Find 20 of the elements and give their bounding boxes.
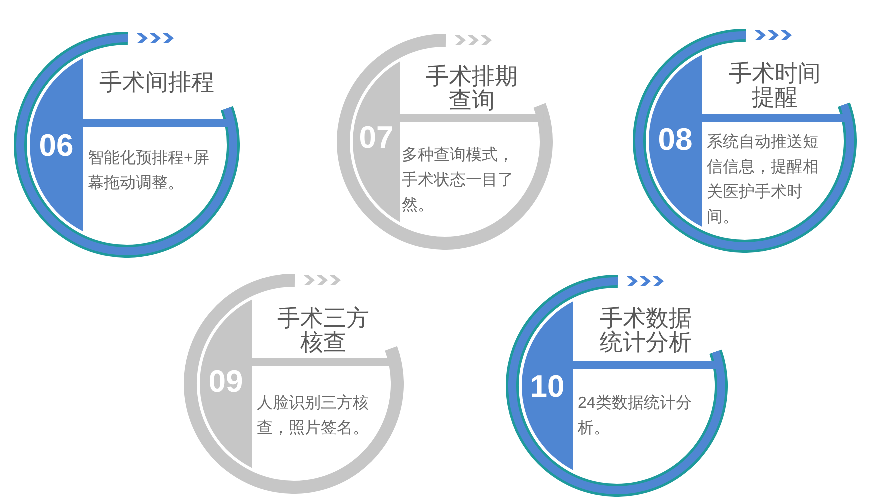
step-number: 08: [658, 123, 693, 157]
card-title: 手术排期查询: [424, 64, 519, 112]
circular-card: [14, 32, 240, 258]
circular-card: [633, 29, 857, 253]
step-number: 10: [530, 370, 565, 404]
circular-card: [184, 274, 404, 494]
card-description: 24类数据统计分析。: [578, 394, 693, 439]
card-description: 多种查询模式，手术状态一目了然。: [402, 146, 515, 216]
step-number: 06: [39, 129, 74, 163]
card-title: 手术数据统计分析: [599, 306, 694, 354]
card-title: 手术三方核查: [276, 306, 371, 354]
card-title: 手术时间提醒: [728, 61, 822, 109]
card-title: 手术间排程: [98, 70, 216, 94]
step-number: 09: [208, 365, 244, 399]
card-description: 智能化预排程+屏幕拖动调整。: [88, 149, 210, 194]
circular-card: [337, 34, 553, 250]
card-description: 人脸识别三方核查，照片签名。: [257, 394, 370, 439]
circular-card: [506, 275, 728, 497]
card-description: 系统自动推送短信信息，提醒相关医护手术时间。: [707, 132, 820, 228]
step-number: 07: [359, 121, 394, 155]
